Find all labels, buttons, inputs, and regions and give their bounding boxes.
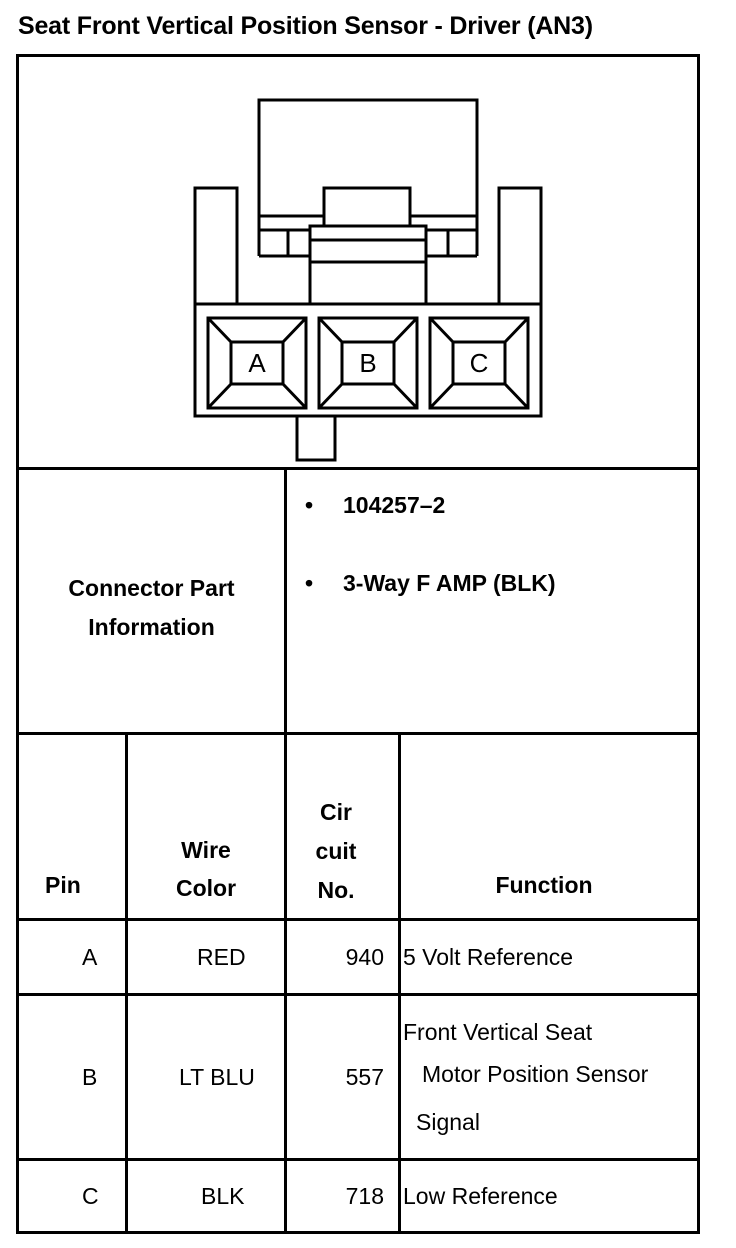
row-b-function-line2: Motor Position Sensor [422,1061,649,1087]
divider-row-a-bottom [16,993,700,996]
row-b-pin: B [82,1064,98,1090]
pin-cavity-b [317,316,419,410]
bullet-marker: • [305,570,314,596]
divider-partinfo-column [284,467,287,735]
pin-label-a: A [248,348,266,378]
header-circuit-no: Cir cuit No. [315,799,357,903]
row-a-function: 5 Volt Reference [403,944,574,970]
page-title: Seat Front Vertical Position Sensor - Dr… [18,12,593,40]
row-c-pin: C [82,1183,99,1209]
pin-label-c: C [470,348,489,378]
header-wire-color: Wire Color [175,837,237,901]
divider-col-pin [125,732,128,1232]
divider-partinfo-bottom [16,732,700,735]
connector-latch [308,224,428,306]
row-b-function-line3: Signal [416,1109,480,1135]
connector-right-post [497,186,543,308]
row-a-circuit: 940 [345,944,384,970]
divider-row-b-bottom [16,1158,700,1161]
bullet-marker: • [305,492,314,518]
part-number: 104257–2 [343,492,446,518]
connector-description: 3-Way F AMP (BLK) [343,570,556,596]
row-b-wire: LT BLU [179,1064,255,1090]
part-info-label: Connector Part Information [19,569,284,647]
divider-header-bottom [16,918,700,921]
connector-diagram: A B C [193,98,543,462]
row-c-function: Low Reference [403,1183,558,1209]
divider-col-circuit [398,732,401,1232]
part-info-label-line1: Connector Part [68,575,235,601]
header-pin: Pin [45,872,81,898]
connector-body [193,302,543,418]
divider-col-wire [284,732,287,1232]
pin-cavity-c [428,316,530,410]
row-a-wire: RED [197,944,246,970]
header-function: Function [495,872,593,898]
row-b-circuit: 557 [345,1064,384,1090]
connector-key-tab [295,414,337,462]
pin-label-b: B [359,348,376,378]
pin-cavity-a [206,316,308,410]
connector-left-post [193,186,239,308]
connector-table-frame [16,54,700,1234]
row-c-circuit: 718 [345,1183,384,1209]
row-c-wire: BLK [201,1183,245,1209]
row-a-pin: A [82,944,98,970]
part-info-label-line2: Information [88,614,215,640]
row-b-function-line1: Front Vertical Seat [403,1019,593,1045]
divider-diagram-bottom [16,467,700,470]
